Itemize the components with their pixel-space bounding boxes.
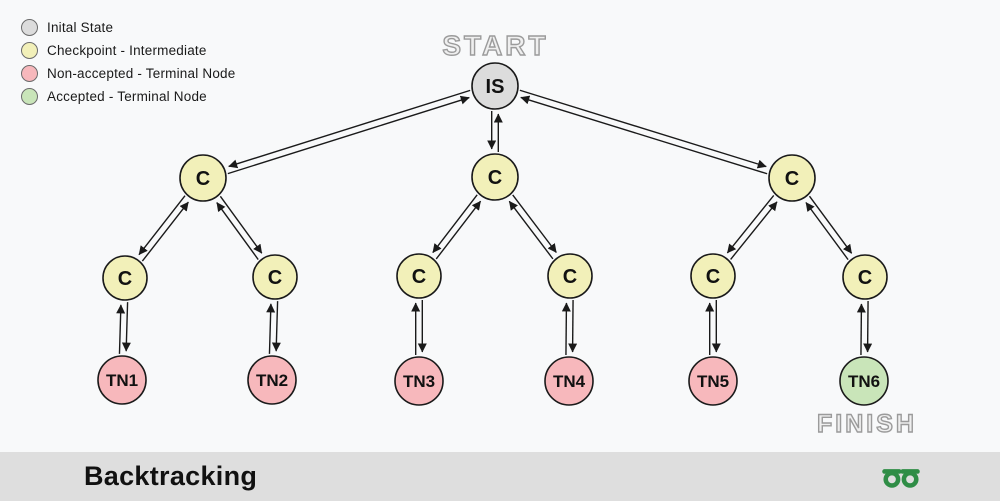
node-label: TN3 <box>403 372 435 391</box>
edge-C3a-TN5 <box>705 300 721 355</box>
node-C2a: C <box>396 253 442 299</box>
legend-item-non-accepted-terminal: Non-accepted - Terminal Node <box>21 64 235 82</box>
node-label: TN4 <box>553 372 586 391</box>
node-label: C <box>563 266 577 288</box>
checkpoint-circle <box>471 153 519 201</box>
checkpoint-circle <box>396 253 442 299</box>
initial-state-circle <box>471 62 519 110</box>
non-accepted-terminal-circle <box>394 356 444 406</box>
finish-label: FINISH <box>816 409 917 438</box>
footer-bar: Backtracking <box>0 452 1000 501</box>
edge-C1-C1b <box>216 195 263 260</box>
node-TN1: TN1 <box>97 355 147 405</box>
node-label: IS <box>486 76 505 98</box>
checkpoint-circle <box>179 154 227 202</box>
edge-IS-C2 <box>487 111 503 152</box>
edge-C2-C2a <box>432 194 482 260</box>
edge-C3-C3a <box>726 194 778 260</box>
legend-label: Non-accepted - Terminal Node <box>47 65 236 81</box>
checkpoint-circle <box>768 154 816 202</box>
node-label: C <box>118 268 132 290</box>
edge-C1b-TN2 <box>266 301 281 354</box>
node-C1: C <box>179 154 227 202</box>
legend-label: Checkpoint - Intermediate <box>47 42 207 58</box>
edge-C1-C1a <box>138 195 189 262</box>
node-TN6: TN6 <box>839 356 889 406</box>
node-label: C <box>268 267 282 289</box>
non-accepted-terminal-circle <box>544 356 594 406</box>
checkpoint-circle <box>102 255 148 301</box>
initial-state-swatch-icon <box>21 18 38 36</box>
node-label: TN5 <box>697 372 729 391</box>
non-accepted-terminal-swatch-icon <box>21 64 38 82</box>
node-TN4: TN4 <box>544 356 594 406</box>
edge-IS-C1 <box>227 89 471 175</box>
legend-label: Accepted - Terminal Node <box>47 88 207 104</box>
legend-item-initial-state: Inital State <box>21 18 235 36</box>
node-C3b: C <box>842 254 888 300</box>
edge-C2b-TN4 <box>561 300 578 355</box>
edge-C3-C3b <box>805 195 853 261</box>
non-accepted-terminal-circle <box>97 355 147 405</box>
node-label: C <box>488 167 502 189</box>
node-label: TN1 <box>106 371 138 390</box>
tree-svg: IS C C C C C C C C C TN1 TN2 TN3 TN4 TN5 TN6 <box>97 62 889 406</box>
edge-C2a-TN3 <box>411 300 427 355</box>
node-label: C <box>785 168 799 190</box>
node-C2: C <box>471 153 519 201</box>
legend-item-checkpoint: Checkpoint - Intermediate <box>21 41 235 59</box>
checkpoint-swatch-icon <box>21 41 38 59</box>
non-accepted-terminal-circle <box>688 356 738 406</box>
node-label: C <box>706 266 720 288</box>
edge-C1a-TN1 <box>116 302 131 354</box>
node-IS: IS <box>471 62 519 110</box>
non-accepted-terminal-circle <box>247 355 297 405</box>
node-TN5: TN5 <box>688 356 738 406</box>
accepted-terminal-swatch-icon <box>21 87 38 105</box>
node-label: TN6 <box>848 372 880 391</box>
node-TN2: TN2 <box>247 355 297 405</box>
checkpoint-circle <box>547 253 593 299</box>
node-C1a: C <box>102 255 148 301</box>
checkpoint-circle <box>252 254 298 300</box>
edge-IS-C3 <box>519 89 768 175</box>
node-label: C <box>858 267 872 289</box>
node-label: C <box>412 266 426 288</box>
node-C3: C <box>768 154 816 202</box>
node-label: C <box>196 168 210 190</box>
edge-C3b-TN6 <box>856 301 873 355</box>
node-C1b: C <box>252 254 298 300</box>
node-C3a: C <box>690 253 736 299</box>
legend-label: Inital State <box>47 19 114 35</box>
node-label: TN2 <box>256 371 288 390</box>
node-TN3: TN3 <box>394 356 444 406</box>
geeksforgeeks-logo-icon <box>882 469 920 488</box>
legend-item-accepted-terminal: Accepted - Terminal Node <box>21 87 235 105</box>
accepted-terminal-circle <box>839 356 889 406</box>
checkpoint-circle <box>690 253 736 299</box>
edge-C2-C2b <box>508 194 557 260</box>
page-title: Backtracking <box>84 461 258 491</box>
start-label: START <box>442 29 549 61</box>
node-C2b: C <box>547 253 593 299</box>
checkpoint-circle <box>842 254 888 300</box>
